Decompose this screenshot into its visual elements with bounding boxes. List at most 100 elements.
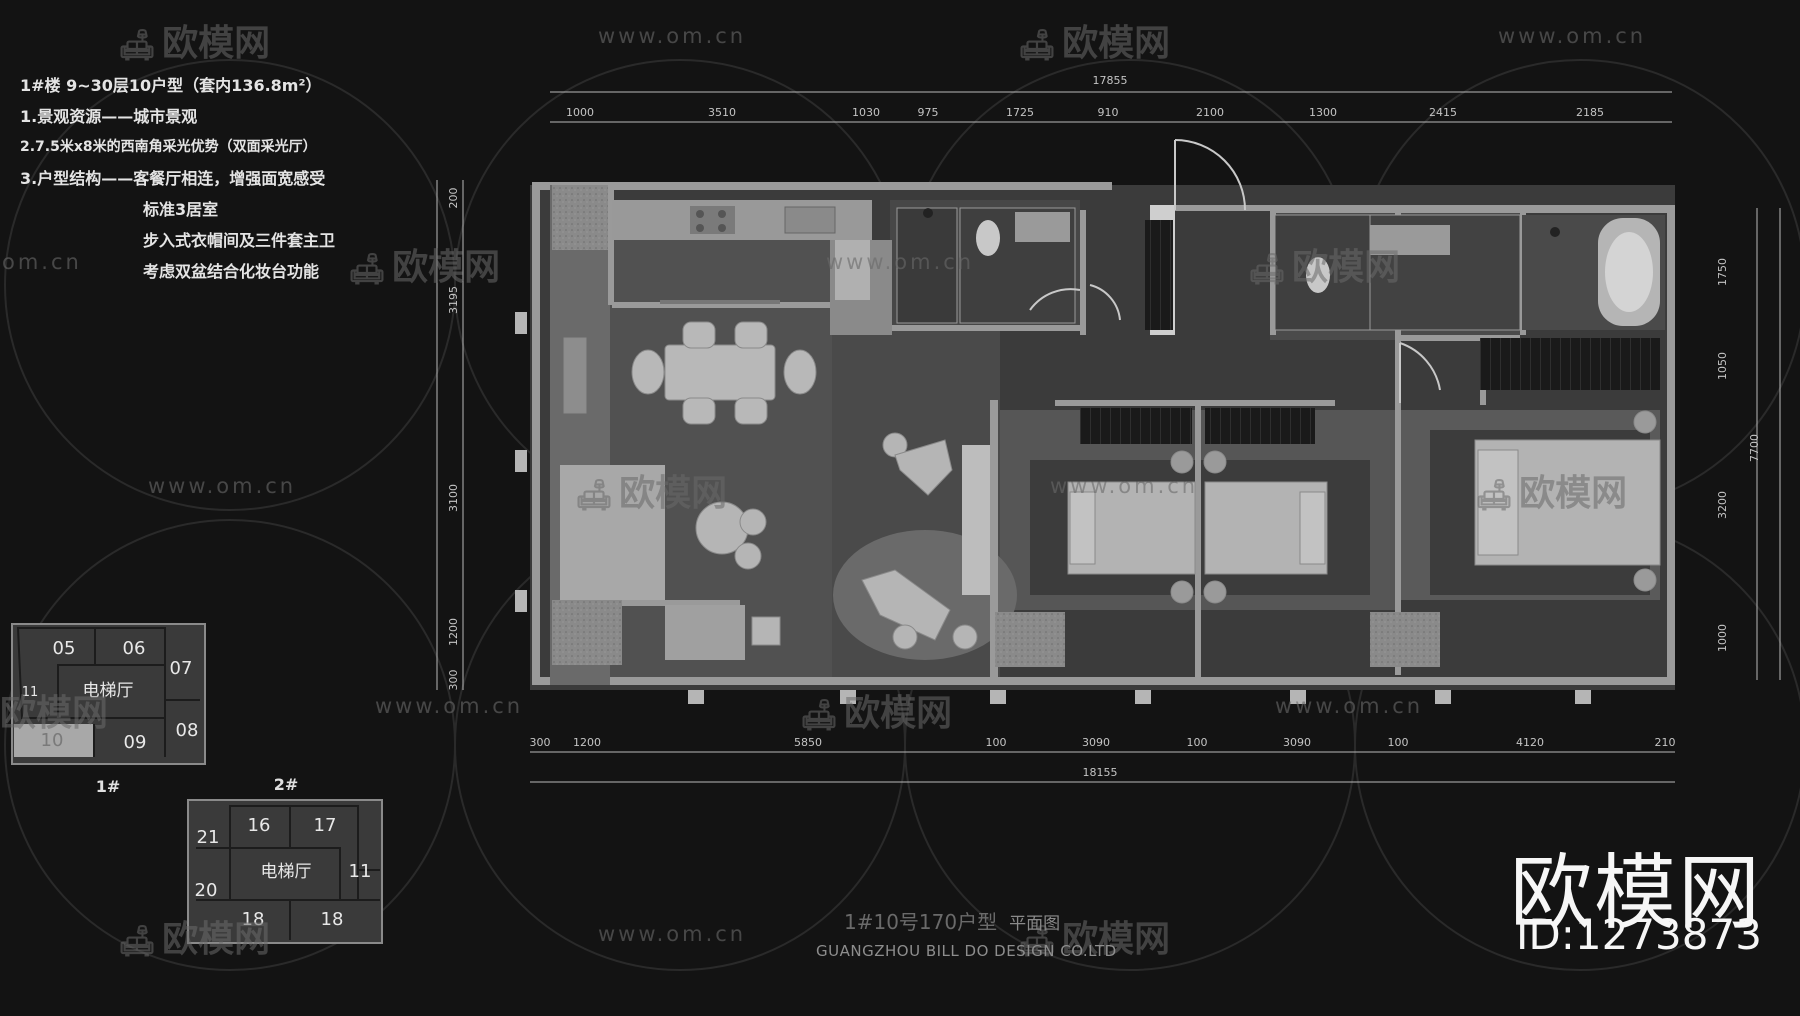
watermark-logo: 🛋欧模网 [348, 247, 501, 288]
doors [1029, 139, 1441, 403]
dim-bottom-seg: 100 [1388, 736, 1409, 749]
site1-unit: 08 [176, 720, 199, 741]
watermark-url: www.om.cn [1275, 694, 1424, 718]
watermark-url: www.om.cn [375, 694, 524, 718]
dim-bottom-seg: 100 [986, 736, 1007, 749]
site1-caption: 1# [96, 777, 121, 796]
watermark-url: om.cn [2, 250, 82, 274]
watermark-url: www.om.cn [148, 474, 297, 498]
dim-bottom-seg: 1200 [573, 736, 601, 749]
watermark-url: www.om.cn [1498, 24, 1647, 48]
dim-top-seg: 1300 [1309, 106, 1337, 119]
dim-top-seg: 2185 [1576, 106, 1604, 119]
watermark-logo: 🛋欧模网 [800, 693, 953, 734]
watermark-logo: 🛋欧模网 [1018, 23, 1171, 64]
dim-left: 3195 [447, 286, 460, 314]
dimension-text: 17855 1000 3510 1030 975 1725 910 2100 1… [447, 74, 1761, 779]
site1-hall: 电梯厅 [83, 681, 134, 701]
sofa-icon: 🛋 [1248, 252, 1287, 287]
watermark-logo: 欧模网 [0, 693, 109, 734]
stone-blocks [552, 185, 1440, 667]
sofa-icon: 🛋 [800, 698, 839, 733]
watermark-logo: 🛋欧模网 [118, 23, 271, 64]
plan-title-main: 1#10号170户型 [844, 910, 998, 934]
dim-top-seg: 1725 [1006, 106, 1034, 119]
note-line: 3.户型结构——客餐厅相连，增强面宽感受 [20, 169, 326, 188]
watermark-logo: 🛋欧模网 [1248, 247, 1401, 288]
sofa-icon: 🛋 [1018, 924, 1057, 959]
dim-left: 1200 [447, 618, 460, 646]
note-line: 1.景观资源——城市景观 [20, 107, 198, 126]
site1-unit: 10 [41, 730, 64, 751]
site2-unit: 20 [195, 880, 218, 901]
plan-title: 1#10号170户型平面图 [844, 906, 1060, 935]
sofa-icon: 🛋 [348, 252, 387, 287]
dim-right: 1750 [1716, 258, 1729, 286]
site2-unit: 21 [197, 827, 220, 848]
company-name: GUANGZHOU BILL DO DESIGN CO.LTD [816, 942, 1117, 960]
site2-hall: 电梯厅 [261, 862, 312, 882]
dim-bottom-seg: 210 [1655, 736, 1676, 749]
site2-unit: 11 [349, 861, 372, 882]
watermark-url: www.om.cn [1050, 474, 1199, 498]
dim-right: 1050 [1716, 352, 1729, 380]
dim-top-seg: 1000 [566, 106, 594, 119]
kitchen-counter [612, 200, 872, 304]
brand-id: ID:1273873 [1516, 910, 1762, 959]
dim-top-seg: 975 [918, 106, 939, 119]
site2-unit: 18 [321, 909, 344, 930]
plan-subtitle: 平面图 [1009, 914, 1061, 934]
dim-bottom-seg: 3090 [1283, 736, 1311, 749]
watermark-logo: 🛋欧模网 [1475, 473, 1628, 514]
dim-top-seg: 910 [1098, 106, 1119, 119]
watermark-url: www.om.cn [598, 922, 747, 946]
sofa-icon: 🛋 [1475, 478, 1514, 513]
brand-logo: 欧模网 [1510, 846, 1763, 941]
site-plan-2: 16 17 21 20 11 18 18 电梯厅 2# [187, 775, 383, 944]
dim-top-seg: 1030 [852, 106, 880, 119]
dim-bottom-seg: 300 [530, 736, 551, 749]
sofa-icon: 🛋 [118, 924, 157, 959]
site-plan-1: 05 06 07 08 09 10 11 电梯厅 1# [11, 623, 206, 796]
watermark-logo: 🛋欧模网 [575, 473, 728, 514]
dim-right: 7700 [1748, 434, 1761, 462]
note-line: 步入式衣帽间及三件套主卫 [143, 231, 336, 250]
note-line: 标准3居室 [143, 200, 219, 219]
window-marks [515, 312, 1591, 704]
dim-right: 3200 [1716, 491, 1729, 519]
sofa-icon: 🛋 [1018, 28, 1057, 63]
bathrooms [896, 207, 1665, 331]
site1-unit: 07 [170, 658, 193, 679]
sofa-icon: 🛋 [118, 28, 157, 63]
dim-top-total: 17855 [1093, 74, 1128, 87]
watermark-logo: 🛋欧模网 [118, 919, 271, 960]
site2-caption: 2# [274, 775, 299, 794]
watermark-url: www.om.cn [598, 24, 747, 48]
watermark-url: www.om.cn [826, 250, 975, 274]
dim-top-seg: 2100 [1196, 106, 1224, 119]
site1-unit: 09 [124, 732, 147, 753]
dim-top-seg: 2415 [1429, 106, 1457, 119]
site2-unit: 18 [242, 909, 265, 930]
watermark-logo: 🛋欧模网 [1018, 919, 1171, 960]
dim-top-seg: 3510 [708, 106, 736, 119]
dim-bottom-seg: 4120 [1516, 736, 1544, 749]
living-furniture [695, 432, 978, 650]
beds [1067, 410, 1661, 604]
sofa-icon: 🛋 [575, 478, 614, 513]
site2-unit: 16 [248, 815, 271, 836]
dim-left: 300 [447, 670, 460, 691]
note-line: 1#楼 9~30层10户型（套内136.8m²） [20, 76, 322, 95]
dim-bottom-seg: 5850 [794, 736, 822, 749]
site1-unit: 11 [22, 685, 39, 700]
dining-table [563, 321, 817, 425]
note-line: 2.7.5米x8米的西南角采光优势（双面采光厅） [20, 139, 317, 155]
dim-bottom-seg: 100 [1187, 736, 1208, 749]
dim-bottom-total: 18155 [1083, 766, 1118, 779]
site1-unit: 05 [53, 638, 76, 659]
dim-left: 3100 [447, 484, 460, 512]
dim-left: 200 [447, 188, 460, 209]
site1-unit: 06 [123, 638, 146, 659]
note-line: 考虑双盆结合化妆台功能 [143, 262, 320, 281]
